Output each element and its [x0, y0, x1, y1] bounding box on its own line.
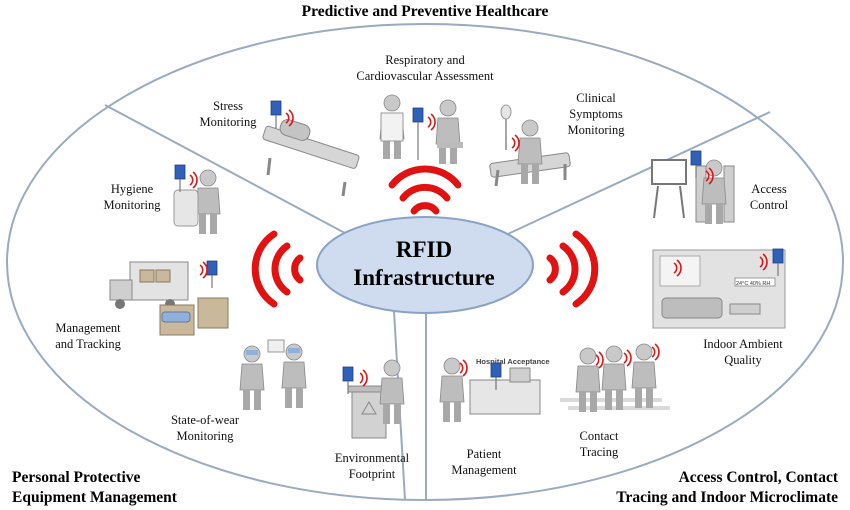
- indoor-quality-illustration: 24°C 40% RH: [652, 248, 786, 329]
- label-patient: Patient Management: [451, 447, 517, 477]
- state-of-wear-illustration: [239, 339, 307, 411]
- label-management: Management and Tracking: [55, 321, 121, 351]
- label-indoor: Indoor Ambient Quality: [703, 337, 783, 367]
- label-respiratory: Respiratory and Cardiovascular Assessmen…: [356, 53, 494, 83]
- section-title-bottom-left: Personal Protective Equipment Management: [12, 469, 177, 506]
- label-stress: Stress Monitoring: [199, 99, 257, 129]
- label-state-of-wear: State-of-wear Monitoring: [170, 413, 240, 443]
- respiratory-illustration: [379, 94, 463, 165]
- rfid-hub: [316, 216, 534, 314]
- hygiene-illustration: [173, 164, 221, 235]
- management-illustration: [109, 260, 229, 336]
- label-hygiene: Hygiene Monitoring: [103, 182, 161, 212]
- environmental-illustration: [342, 359, 405, 439]
- label-access: Access Control: [749, 182, 789, 212]
- label-clinical: Clinical Symptoms Monitoring: [567, 91, 625, 137]
- access-control-illustration: [651, 150, 735, 225]
- signal-waves-right: [546, 230, 599, 308]
- section-title-bottom-right: Access Control, Contact Tracing and Indo…: [616, 469, 838, 506]
- contact-tracing-illustration: [560, 343, 670, 413]
- label-environmental: Environmental Footprint: [334, 451, 410, 481]
- label-contact: Contact Tracing: [579, 429, 619, 459]
- signal-waves-top: [388, 165, 462, 215]
- divider-top-right: [494, 111, 771, 241]
- rfid-infrastructure-title: RFID Infrastructure: [353, 237, 495, 290]
- signal-waves-left: [251, 230, 304, 308]
- patient-illustration: Hospital Acceptance: [439, 357, 550, 423]
- stress-illustration: [262, 100, 360, 197]
- divider-top-left: [104, 104, 359, 241]
- section-title-top: Predictive and Preventive Healthcare: [301, 3, 549, 20]
- clinical-illustration: [489, 104, 571, 187]
- climate-display-text: 24°C 40% RH: [736, 281, 770, 287]
- hospital-acceptance-text: Hospital Acceptance: [476, 357, 550, 366]
